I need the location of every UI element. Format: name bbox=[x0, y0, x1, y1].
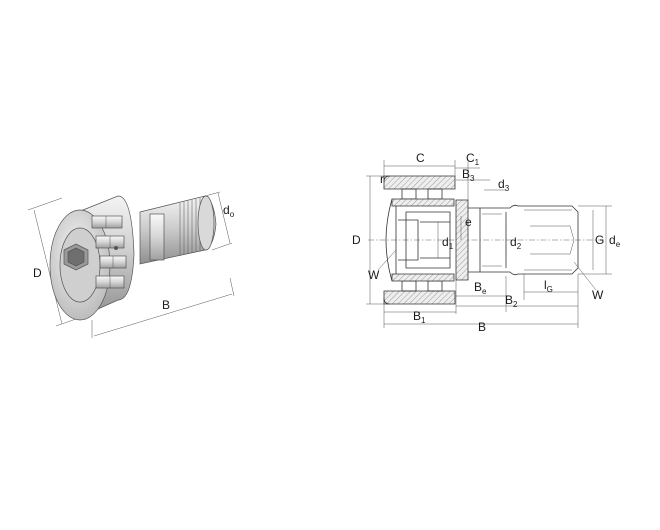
left-isometric-view: D bbox=[27, 191, 235, 338]
roller-cage bbox=[91, 215, 127, 289]
labels-right: C C1 B3 d3 r D e d1 d2 G de W W Be B2 lG… bbox=[352, 151, 621, 334]
label-Be: Be bbox=[474, 280, 487, 296]
label-G: G bbox=[595, 233, 604, 247]
label-do-left: do bbox=[223, 203, 235, 219]
label-B1: B1 bbox=[413, 309, 426, 325]
label-lG: lG bbox=[544, 278, 553, 294]
label-r: r bbox=[380, 172, 384, 186]
label-B3: B3 bbox=[462, 167, 475, 183]
dimension-lines-right bbox=[366, 160, 612, 328]
label-d2: d2 bbox=[510, 235, 522, 251]
label-C: C bbox=[416, 151, 425, 165]
label-B2: B2 bbox=[505, 293, 518, 309]
label-W-left: W bbox=[368, 268, 380, 282]
label-e: e bbox=[465, 215, 472, 229]
right-section-view: C C1 B3 d3 r D e d1 d2 G de W W Be B2 lG… bbox=[352, 151, 621, 334]
label-D: D bbox=[352, 233, 361, 247]
outer-ring-section bbox=[383, 175, 456, 305]
hex-socket bbox=[63, 243, 118, 271]
label-D-left: D bbox=[33, 266, 42, 280]
label-C1: C1 bbox=[466, 151, 480, 167]
inner-side-section bbox=[385, 198, 455, 282]
label-B: B bbox=[478, 320, 486, 334]
label-d3: d3 bbox=[498, 177, 510, 193]
stud-section bbox=[395, 199, 579, 281]
dimension-do-left: do bbox=[204, 191, 235, 251]
label-B-left: B bbox=[162, 298, 170, 312]
dimension-B-left: B bbox=[91, 277, 235, 338]
label-de: de bbox=[609, 233, 621, 249]
threaded-stud bbox=[139, 195, 217, 265]
label-d1: d1 bbox=[442, 235, 454, 251]
label-W-right: W bbox=[592, 288, 604, 302]
